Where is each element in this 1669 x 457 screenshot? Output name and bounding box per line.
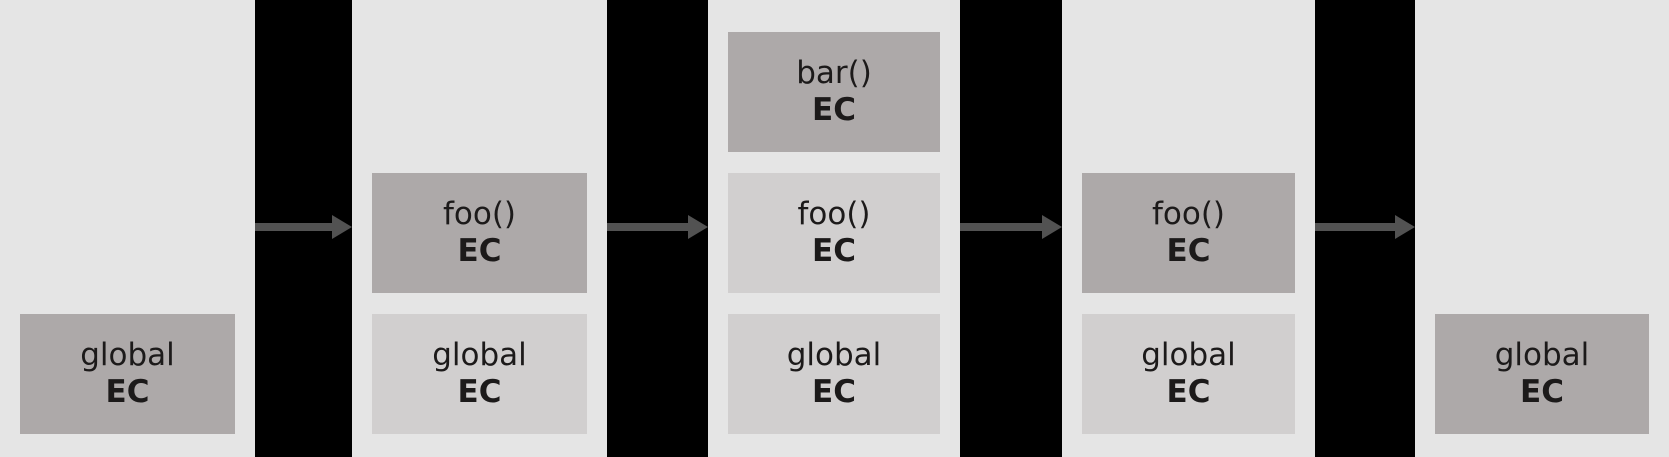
ec-box-type-label: EC — [812, 374, 856, 410]
arrow-shaft — [960, 223, 1048, 231]
ec-box-type-label: EC — [1166, 233, 1211, 269]
right-arrow-icon — [607, 215, 708, 239]
separator-2 — [607, 0, 708, 457]
ec-box-global: global EC — [20, 314, 235, 434]
ec-box-type-label: EC — [1520, 374, 1564, 410]
stack-panel-stage-5: global EC — [1415, 0, 1669, 457]
ec-box-type-label: EC — [457, 233, 502, 269]
ec-box-foo: foo() EC — [1082, 173, 1295, 293]
ec-box-label: foo() — [797, 196, 871, 232]
ec-box-global: global EC — [728, 314, 940, 434]
stack-panel-stage-3: bar() EC foo() EC global EC — [708, 0, 960, 457]
ec-box-type-label: EC — [812, 92, 856, 128]
ec-box-type-label: EC — [812, 233, 856, 269]
ec-box-label: bar() — [796, 55, 872, 91]
ec-box-label: global — [1494, 337, 1590, 373]
stack-panel-stage-2: foo() EC global EC — [352, 0, 607, 457]
arrow-head — [1395, 215, 1415, 239]
ec-box-global: global EC — [1082, 314, 1295, 434]
ec-box-type-label: EC — [1166, 374, 1211, 410]
arrow-shaft — [607, 223, 694, 231]
ec-box-label: foo() — [1151, 196, 1226, 232]
ec-box-global: global EC — [372, 314, 587, 434]
arrow-head — [332, 215, 352, 239]
arrow-head — [1042, 215, 1062, 239]
ec-box-bar: bar() EC — [728, 32, 940, 152]
ec-box-label: global — [432, 337, 527, 373]
ec-box-foo: foo() EC — [372, 173, 587, 293]
ec-box-foo: foo() EC — [728, 173, 940, 293]
arrow-shaft — [1315, 223, 1401, 231]
ec-box-label: foo() — [442, 196, 517, 232]
arrow-shaft — [255, 223, 338, 231]
right-arrow-icon — [960, 215, 1062, 239]
ec-box-type-label: EC — [105, 374, 150, 410]
ec-box-type-label: EC — [457, 374, 502, 410]
ec-box-label: global — [80, 337, 175, 373]
ec-box-label: global — [786, 337, 882, 373]
ec-box-global: global EC — [1435, 314, 1649, 434]
stack-panel-stage-1: global EC — [0, 0, 255, 457]
right-arrow-icon — [255, 215, 352, 239]
separator-4 — [1315, 0, 1415, 457]
separator-3 — [960, 0, 1062, 457]
right-arrow-icon — [1315, 215, 1415, 239]
arrow-head — [688, 215, 708, 239]
stack-panel-stage-4: foo() EC global EC — [1062, 0, 1315, 457]
separator-1 — [255, 0, 352, 457]
ec-box-label: global — [1141, 337, 1236, 373]
